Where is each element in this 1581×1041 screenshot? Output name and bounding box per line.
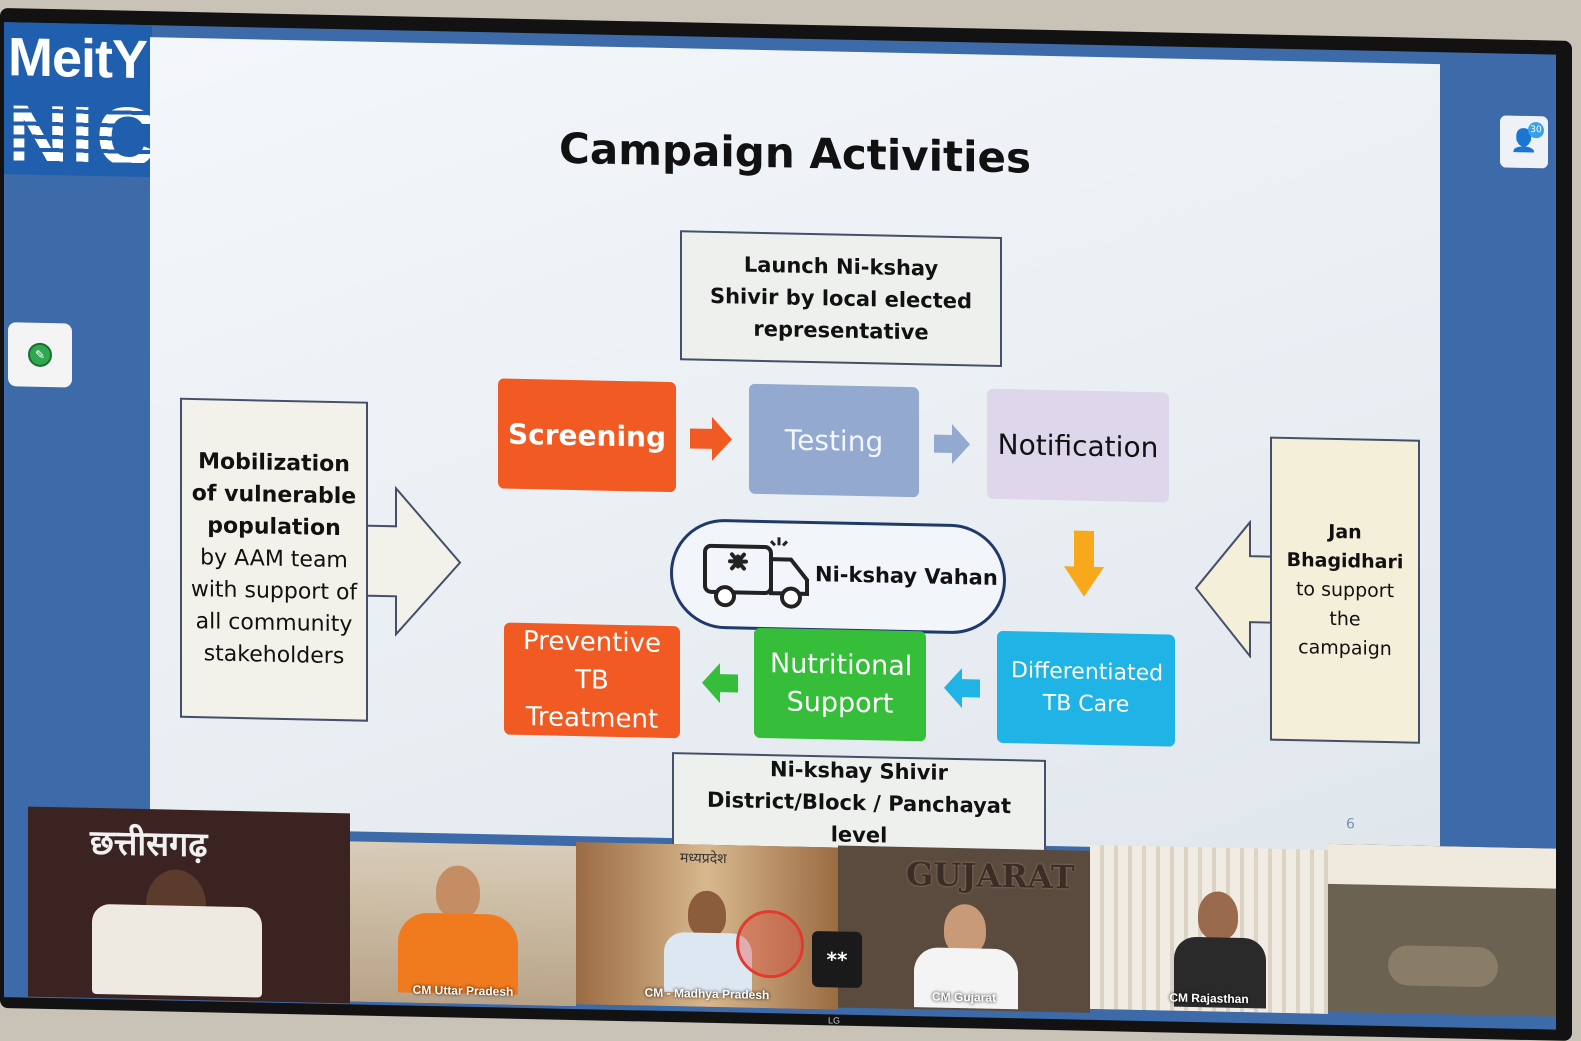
arrow-left-cyan-icon [944,668,980,709]
participant-tile-chhattisgarh[interactable]: छत्तीसगढ़ [28,806,350,1004]
tile-banner-text: मध्यप्रदेश [680,850,727,868]
arrow-down-yellow-icon [1064,530,1104,597]
logo-nic-text: NIC [8,87,159,185]
jan-bhagidhari-detail: to support the campaign [1295,577,1395,660]
differentiated-care-text: Differentiated TB Care [1011,658,1164,718]
step-screening: Screening [498,378,676,493]
participant-tile-gujarat[interactable]: GUJARAT CM Gujarat [838,845,1090,1013]
district-shivir-text: Ni-kshay Shivir District/Block / Panchay… [707,757,1011,848]
jan-bhagidhari-box: Jan Bhagidhari to support the campaign [1270,436,1420,744]
presentation-slide: Campaign Activities Launch Ni-kshay Shiv… [150,37,1440,855]
launch-shivir-box: Launch Ni-kshay Shivir by local elected … [680,230,1002,367]
star-control-button[interactable]: ** [812,931,862,989]
mobilization-detail: by AAM team with support of all communit… [190,545,358,670]
participant-tile-conference-room[interactable] [1328,843,1556,1017]
participants-button[interactable]: 👤 30 [1500,115,1548,169]
participant-chair [92,903,262,998]
participant-caption: CM Gujarat [931,989,996,1005]
tv-brand-logo: LG [828,1015,841,1026]
vahan-label: Ni-kshay Vahan [815,562,998,590]
logo-meity-text: MeitY [8,27,148,91]
step-testing: Testing [749,383,919,498]
arrow-left-green-icon [702,663,738,704]
sidebar-status-button[interactable]: ✎ [8,322,72,388]
mobilization-heading: Mobilization of vulnerable population [191,449,357,542]
jan-bhagidhari-heading: Jan Bhagidhari [1286,520,1404,573]
participant-avatar [436,865,480,919]
tile-ceiling [1328,843,1556,889]
mobilization-box: Mobilization of vulnerable population by… [180,397,368,722]
participant-avatar [1198,891,1238,940]
conference-table [1388,945,1498,988]
jan-bhagidhari-arrow-icon [1194,519,1274,659]
record-button[interactable] [736,909,804,979]
step-preventive-treatment: Preventive TB Treatment [504,622,680,739]
nutritional-support-text: Nutritional Support [770,648,913,720]
ambulance-icon [703,537,809,609]
mobilization-arrow-icon [362,485,462,637]
arrow-right-blue-icon [934,423,970,464]
tv-bezel: MeitY NIC ✎ 👤 30 Campaign Activities Lau… [0,8,1572,1041]
ni-kshay-vahan-badge: Ni-kshay Vahan [670,518,1006,636]
slide-page-number: 6 [1346,816,1355,833]
slide-title: Campaign Activities [559,123,1031,183]
step-notification: Notification [987,388,1169,503]
step-nutritional-support: Nutritional Support [754,627,926,742]
tile-banner-text: छत्तीसगढ़ [90,822,208,866]
participant-avatar [688,890,726,938]
launch-shivir-text: Launch Ni-kshay Shivir by local elected … [709,252,973,345]
meity-nic-logo: MeitY NIC [4,22,159,184]
participant-caption [1328,1006,1556,1011]
pencil-icon: ✎ [28,342,52,368]
district-shivir-box: Ni-kshay Shivir District/Block / Panchay… [672,752,1046,854]
step-differentiated-care: Differentiated TB Care [997,630,1175,747]
preventive-treatment-text: Preventive TB Treatment [523,625,661,735]
video-conference-screen: MeitY NIC ✎ 👤 30 Campaign Activities Lau… [4,22,1556,1030]
tile-banner-text: GUJARAT [906,854,1075,897]
participant-tile-rajasthan[interactable]: CM Rajasthan [1090,844,1328,1014]
participant-tile-uttar-pradesh[interactable]: CM Uttar Pradesh [350,841,576,1007]
participants-count-badge: 30 [1528,122,1544,139]
arrow-right-orange-icon [690,416,732,461]
